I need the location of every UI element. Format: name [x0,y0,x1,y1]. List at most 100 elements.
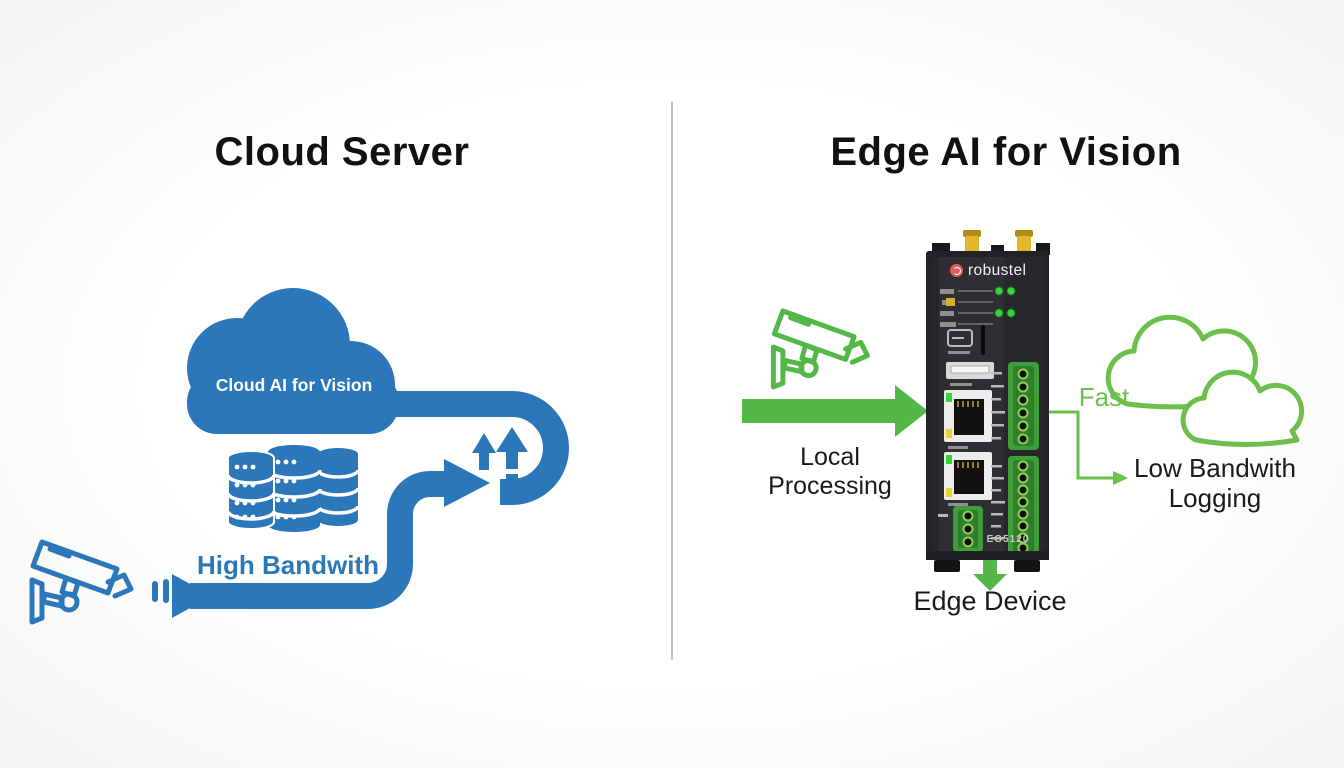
fast-label: Fast [1078,382,1130,412]
port-label-stub [948,446,968,449]
led-label-stub [940,311,954,316]
connector-arrowhead [1113,471,1128,485]
fast-connector-arrow [1049,410,1128,485]
low-bandwidth-logging-label: Low Bandwith Logging [1134,453,1296,513]
led-green [1006,308,1016,318]
arrow-shaft [742,399,895,423]
led-label-stub [940,289,954,294]
power-label-stub [938,514,948,517]
db-separators [226,474,276,521]
small-up-arrow-shaft [479,453,489,470]
right-panel-title: Edge AI for Vision [830,130,1182,174]
antenna-body [965,236,979,253]
arrow-head [895,385,928,437]
power-terminal [938,506,983,552]
db-dots [275,459,297,520]
terminal-screws [1017,368,1029,445]
usb-port [946,362,994,386]
bandwidth-pipe [172,459,490,618]
antenna-cap [1015,230,1033,237]
ethernet-port-2 [944,452,992,506]
rj45-led-green [946,455,952,464]
device-brand: robustel [950,262,1042,279]
local-processing-label: Local Processing [768,443,892,500]
db-stack-front [226,450,276,530]
rj45-pins [957,401,979,407]
pipe-u-bend [370,391,569,505]
cloud-icon [187,288,399,434]
rj45-pins [957,462,979,468]
arrow-head [973,574,1007,591]
led-label-stub [940,322,956,327]
big-up-arrow-solid [506,452,518,469]
antenna-body [1017,236,1031,253]
signal-bars-icon [152,577,180,604]
rj45-led-green [946,393,952,402]
cloud-pipe-return [370,391,569,505]
cloud-base [187,372,399,434]
robustel-logo-icon [950,264,963,277]
db-cylinder [227,450,275,530]
antenna-cap [963,230,981,237]
bottom-tab [1014,560,1040,572]
edge-device-label: Edge Device [913,586,1067,616]
led-lines [958,290,993,325]
big-up-arrow-dash2 [506,488,518,497]
signal-bar [163,579,169,603]
sim-slot-groove [981,325,985,355]
microsd-label-stub [948,351,970,354]
db-stack-back [316,448,360,526]
brand-name: robustel [968,261,1027,279]
panel-divider [671,102,673,660]
device-left-strip [931,257,939,552]
led-green [994,286,1004,296]
cloud-ai-label: Cloud AI for Vision [215,375,373,395]
rj45-led-yellow [946,429,952,438]
db-cylinder [268,445,320,532]
db-stack-middle [266,445,322,532]
cloud-outline-icon [1105,314,1305,447]
cctv-camera-icon-right [773,311,867,387]
high-bandwidth-label: High Bandwith [197,550,379,580]
big-up-arrow-dash1 [506,474,518,483]
antenna-icon [963,230,1033,253]
edge-device-illustration [926,230,1050,572]
terminal-screws [1017,460,1029,554]
sim-chip-icon [946,298,955,306]
microsd-slot [947,325,985,355]
device-bottom-bar [926,551,1049,560]
device-model-label: EG5120 [986,534,1030,545]
rj45-socket [954,460,984,494]
signal-bar [174,577,180,604]
led-green [1006,286,1016,296]
port-label-stub [948,503,968,506]
cloud-small [1180,369,1305,447]
green-down-arrow-icon [973,560,1007,591]
top-tab [991,245,1004,255]
rj45-led-yellow [946,488,952,497]
db-cylinder [318,448,358,526]
led-green [994,308,1004,318]
upload-arrows-icon [472,427,528,497]
cctv-camera-icon-left [32,542,131,622]
left-panel-title: Cloud Server [214,130,470,174]
usb-tongue [950,365,990,374]
big-up-arrow-head [496,427,528,452]
led-panel [940,286,1016,327]
terminal-block-2 [991,456,1039,556]
arrow-shaft [983,560,997,575]
signal-bar [152,581,158,602]
microsd-icon [947,329,973,347]
bottom-tab [934,560,960,572]
connector-line [1049,410,1113,480]
pipe-path [190,471,444,609]
database-stack-icon [226,445,360,532]
small-up-arrow-head [472,433,496,453]
usb-label-stub [950,383,972,386]
terminal-block-1 [991,362,1039,450]
green-right-arrow-icon [742,385,928,437]
ethernet-port-1 [944,390,992,449]
rj45-socket [954,399,984,435]
